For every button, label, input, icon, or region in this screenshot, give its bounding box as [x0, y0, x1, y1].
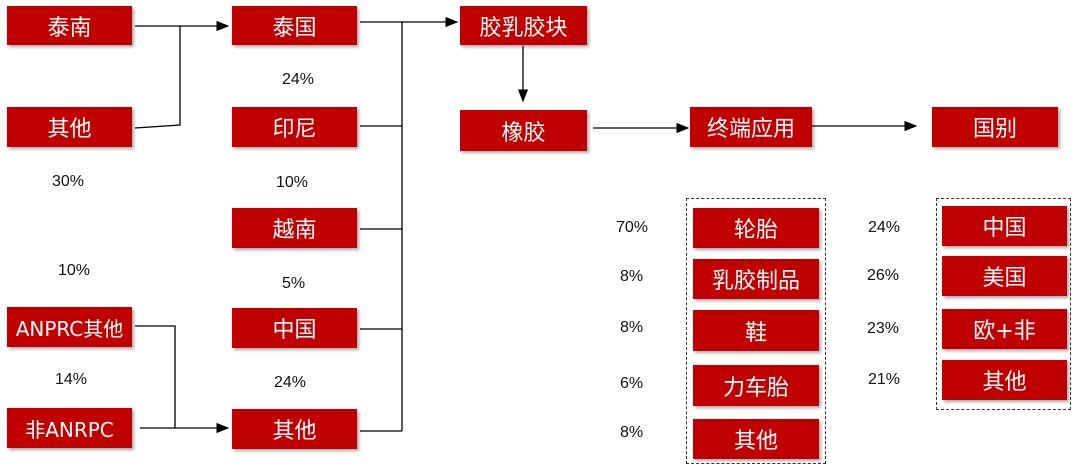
source-pct-2: 10% [58, 262, 91, 279]
region-pct-1: 24% [868, 219, 901, 236]
country-box-china: 中国 [232, 308, 357, 348]
region-pct-4: 21% [868, 371, 901, 388]
country-pct-3: 5% [282, 275, 306, 292]
source-box-anrpc-other: ANPRC其他 [7, 307, 132, 347]
end-use-pct-1: 70% [616, 219, 649, 236]
country-pct-2: 10% [276, 174, 309, 191]
country-box-vietnam: 越南 [232, 208, 357, 248]
country-pct-4: 24% [274, 374, 307, 391]
latex-block-box: 胶乳胶块 [460, 6, 587, 45]
region-item-other: 其他 [942, 360, 1067, 400]
region-pct-3: 23% [867, 320, 900, 337]
rubber-box: 橡胶 [460, 110, 587, 151]
end-use-item-bicycle-tires: 力车胎 [693, 365, 819, 406]
end-use-item-shoes: 鞋 [693, 310, 819, 351]
country-box-thailand: 泰国 [232, 6, 357, 45]
end-use-pct-4: 6% [620, 375, 644, 392]
end-use-pct-5: 8% [620, 424, 644, 441]
end-use-item-latex-products: 乳胶制品 [693, 259, 819, 299]
end-use-item-tires: 轮胎 [693, 208, 819, 248]
end-use-pct-3: 8% [620, 319, 644, 336]
country-box-indonesia: 印尼 [232, 107, 357, 147]
country-box-other: 其他 [232, 409, 357, 449]
region-item-europe-africa: 欧+非 [942, 309, 1067, 349]
source-pct-1: 30% [52, 173, 85, 190]
region-box: 国别 [932, 107, 1058, 147]
region-pct-2: 26% [867, 267, 900, 284]
region-item-usa: 美国 [942, 256, 1067, 296]
end-use-pct-2: 8% [620, 268, 644, 285]
source-box-non-anrpc: 非ANRPC [7, 408, 132, 448]
source-box-other: 其他 [7, 107, 132, 147]
source-pct-3: 14% [55, 371, 88, 388]
end-use-item-other: 其他 [693, 419, 819, 459]
region-item-china: 中国 [942, 206, 1067, 246]
country-pct-1: 24% [282, 71, 315, 88]
source-box-tainan: 泰南 [7, 6, 132, 45]
end-use-box: 终端应用 [690, 107, 812, 147]
region-group [936, 198, 1071, 410]
end-use-group [686, 198, 826, 464]
